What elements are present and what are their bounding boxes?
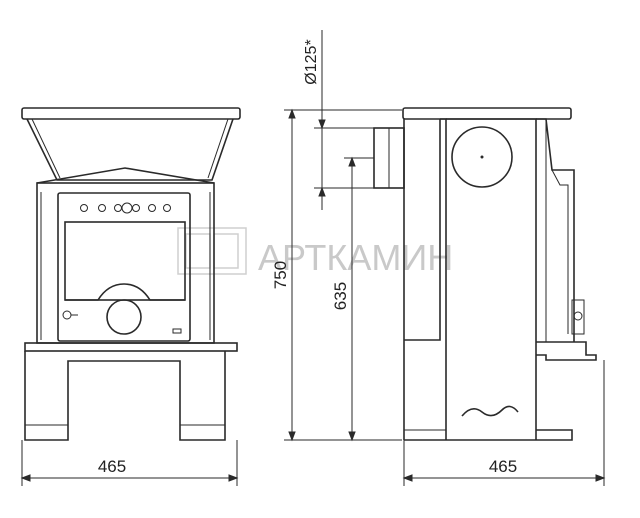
front-view [21,107,241,441]
flue-height-label: 635 [331,282,350,310]
front-ridge [36,167,215,184]
watermark: АРТКАМИН [177,227,453,278]
front-door [57,192,191,342]
total-height-label: 750 [271,261,290,289]
front-top-plate [21,107,241,120]
front-ash-window [106,299,142,335]
flue-diameter-label: Ø125* [303,39,320,84]
side-flue-outlet [451,126,513,188]
air-control-dots [80,202,171,214]
side-wave-ornament [461,405,519,417]
side-base-ledge [536,341,597,361]
side-depth-label: 465 [489,457,517,476]
side-panel [446,118,537,440]
front-width-label: 465 [98,457,126,476]
side-base [404,429,573,441]
front-base-ledge [24,342,238,352]
front-arch [65,283,185,301]
watermark-logo-icon [177,227,247,275]
front-legs [24,351,226,441]
door-handle-icon [62,310,72,320]
side-door-hinge [571,299,585,335]
side-top-plate [402,107,572,120]
side-view [373,107,597,441]
front-hood [26,118,234,181]
front-glass [64,221,186,301]
watermark-text: АРТКАМИН [258,237,453,278]
front-body [36,182,215,344]
dimension-lines [20,30,606,486]
